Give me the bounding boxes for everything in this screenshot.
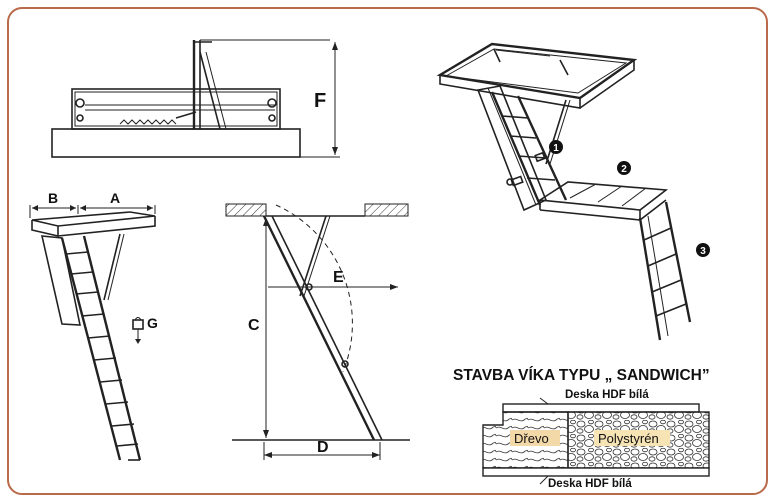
top-board-label: Deska HDF bílá	[565, 389, 649, 401]
side-elevation-dimensions	[225, 203, 410, 460]
open-ladder-perspective	[29, 205, 156, 461]
dimension-g-label: G	[147, 315, 158, 331]
closed-ladder-side-view	[51, 39, 340, 158]
dimension-c-label: C	[248, 317, 260, 334]
sandwich-cross-section	[482, 397, 710, 485]
dimension-a-label: A	[110, 190, 120, 206]
wood-label: Dřevo	[514, 431, 549, 446]
step-3-marker: 3	[700, 246, 706, 257]
dimension-d-label: D	[317, 439, 329, 456]
step-1-marker: 1	[553, 143, 559, 154]
ladder-3d-view	[436, 42, 710, 341]
dimension-f-label: F	[314, 90, 326, 112]
dimension-b-label: B	[48, 190, 58, 206]
outer-frame	[7, 7, 768, 495]
sandwich-title: STAVBA VÍKA TYPU „ SANDWICH”	[453, 367, 710, 384]
bottom-board-label: Deska HDF bílá	[548, 478, 632, 490]
foam-label: Polystyrén	[598, 431, 659, 446]
dimension-e-label: E	[333, 269, 344, 286]
step-2-marker: 2	[621, 164, 627, 175]
